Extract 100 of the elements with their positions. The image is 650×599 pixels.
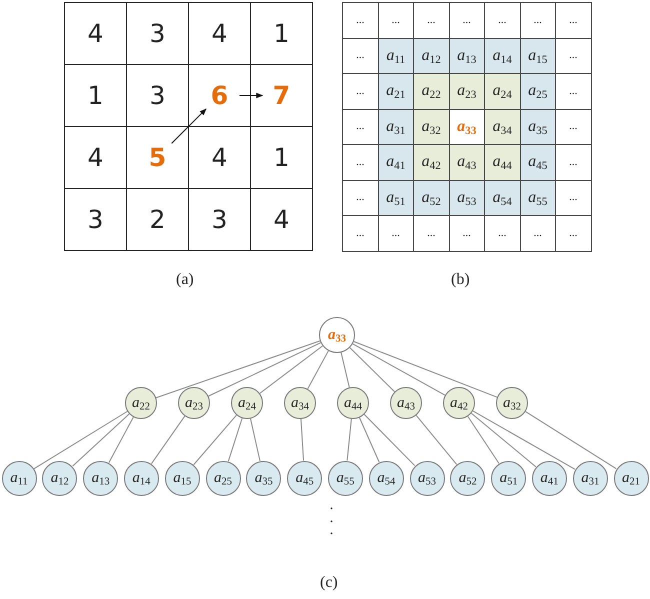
tree-link: [156, 340, 320, 398]
cell-value: ...: [534, 228, 542, 239]
grid-cell: [250, 2, 313, 65]
tree-link: [467, 416, 500, 464]
cell-value: ...: [392, 228, 400, 239]
cell-value: ...: [356, 192, 364, 204]
node-label: a$_{55}$: [336, 470, 354, 486]
cell-value: ...: [498, 14, 506, 26]
tree-link: [346, 418, 352, 462]
cell-value: a$_{24}$: [492, 83, 512, 100]
cell-value: ...: [569, 228, 578, 239]
cell-value: ...: [392, 14, 400, 26]
node-label: a$_{11}$: [10, 470, 28, 486]
tree-node-circle: [83, 460, 118, 496]
tree-node-circle: [42, 460, 78, 496]
cell-value: a$_{45}$: [528, 154, 548, 170]
node-label: a$_{23}$: [185, 396, 203, 410]
cell-value: a$_{14}$: [492, 48, 512, 64]
cell-value: ...: [427, 14, 436, 26]
node-label: a$_{32}$: [503, 396, 521, 410]
tree-node-circle: [284, 387, 316, 419]
tree-link: [307, 350, 329, 390]
tree-link: [472, 410, 576, 470]
cell-value: a$_{51}$: [386, 190, 406, 206]
cell-value: ...: [356, 14, 364, 26]
tree-link: [250, 418, 260, 462]
grid-cell: [64, 2, 127, 65]
tree-node-circle: [368, 460, 404, 496]
node-label: a$_{31}$: [581, 470, 600, 486]
cell-value: 7: [272, 83, 290, 108]
cell-value: 4: [88, 21, 104, 46]
tree-link: [300, 418, 304, 462]
cell-value: ...: [356, 228, 364, 239]
caption: (b): [451, 272, 470, 288]
cell-value: a$_{44}$: [492, 154, 512, 170]
cell-value: a$_{22}$: [422, 83, 441, 100]
cell-value: 2: [150, 207, 166, 232]
node-label: a$_{54}$: [377, 470, 396, 486]
tree-node-circle: [319, 317, 355, 353]
cell-value: a$_{21}$: [386, 83, 406, 100]
cell-value: a$_{53}$: [457, 190, 476, 206]
cell-value: ...: [569, 14, 578, 26]
node-label: a$_{42}$: [450, 396, 468, 410]
cell-value: a$_{25}$: [528, 83, 548, 100]
cell-value: a$_{23}$: [457, 83, 476, 100]
tree-node-circle: [328, 460, 363, 496]
cell-value: 1: [88, 83, 104, 108]
node-label: a$_{41}$: [540, 470, 558, 486]
tree-node-circle: [491, 460, 526, 496]
node-label: a$_{53}$: [418, 470, 436, 486]
tree-link: [358, 417, 380, 462]
node-label: a$_{52}$: [458, 470, 477, 486]
cell-value: ...: [356, 86, 364, 97]
cell-value: a$_{12}$: [422, 48, 441, 64]
cell-value: ...: [356, 156, 364, 168]
tree-node-circle: [206, 460, 240, 496]
caption: (a): [176, 272, 194, 288]
cell-value: a$_{43}$: [457, 154, 476, 170]
cell-value: 5: [148, 145, 166, 170]
cell-value: ...: [498, 228, 506, 239]
tree-link: [208, 342, 322, 397]
tree-link: [33, 410, 128, 470]
node-label: a$_{35}$: [254, 470, 273, 486]
node-label: a$_{51}$: [500, 470, 518, 486]
tree-node-circle: [614, 460, 648, 496]
node-label: a$_{45}$: [296, 470, 314, 486]
tree-link: [353, 341, 498, 398]
tree-link: [525, 411, 617, 470]
node-label: a$_{24}$: [238, 396, 256, 410]
cell-value: 3: [150, 21, 166, 46]
node-label: a$_{33}$: [328, 328, 346, 342]
cell-value: a$_{41}$: [386, 154, 406, 170]
cell-value: ...: [462, 228, 471, 239]
tree-node-circle: [390, 387, 422, 419]
cell-value: a$_{55}$: [528, 190, 548, 206]
cell-value: ...: [534, 14, 542, 26]
cell-value: ...: [569, 156, 578, 168]
cell-value: a$_{54}$: [492, 190, 512, 206]
node-label: a$_{22}$: [132, 396, 150, 410]
cell-value: a$_{35}$: [528, 118, 548, 135]
cell-value: ...: [356, 50, 364, 62]
tree-node-circle: [2, 460, 36, 496]
cell-value: 3: [150, 83, 166, 108]
tree-node-circle: [443, 387, 475, 419]
cell-value: a$_{15}$: [528, 48, 548, 64]
node-label: a$_{43}$: [397, 396, 415, 410]
node-label: a$_{34}$: [291, 396, 309, 410]
cell-value: ...: [569, 121, 578, 132]
grid-cell: [250, 188, 313, 251]
vertical-ellipsis: ...: [329, 500, 334, 538]
cell-value: 4: [212, 21, 228, 46]
cell-value: ...: [569, 50, 578, 62]
cell-value: a$_{52}$: [422, 190, 441, 206]
tree-link: [349, 347, 396, 392]
cell-value: 6: [210, 83, 228, 108]
grid-cell: [64, 188, 127, 251]
tree-link: [416, 414, 458, 465]
cell-value: a$_{11}$: [386, 48, 406, 64]
caption: (c): [320, 575, 338, 591]
tree-node-circle: [572, 460, 608, 496]
